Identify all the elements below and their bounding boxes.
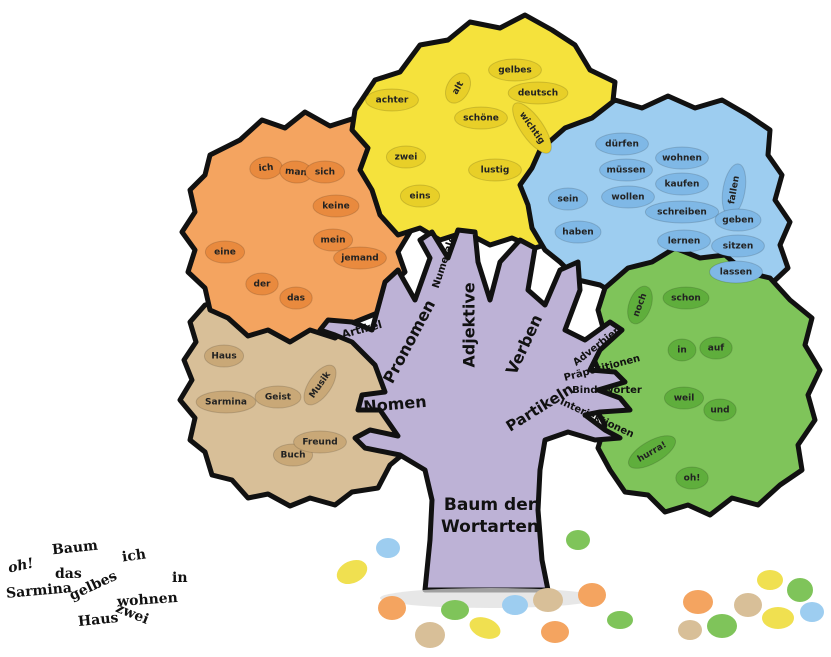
fallen-leaves-right [678, 570, 824, 640]
leaf-verben-5: sein [548, 188, 587, 210]
leaf-word: in [677, 346, 687, 356]
leaf-word: Haus [211, 352, 236, 362]
branch-label-bindewoerter: Bindewörter [572, 385, 642, 396]
leaf-numerale_adjektive-0: achter [366, 89, 419, 111]
leaf-partikeln-3: auf [700, 337, 732, 359]
leaf-verben-12: lassen [710, 261, 763, 283]
leaf-word: eins [410, 192, 431, 202]
leaf-pronomen-2: sich [305, 161, 344, 183]
leaf-word: schöne [463, 114, 499, 124]
leaf-word: oh! [684, 474, 701, 484]
loose-word-ich: ich [121, 546, 147, 565]
leaf-verben-6: haben [555, 221, 601, 243]
leaf-word: sein [558, 195, 579, 205]
leaf-word: schreiben [657, 208, 707, 218]
leaf-word: lassen [720, 268, 752, 278]
leaf-verben-7: schreiben [645, 201, 718, 223]
leaf-word: achter [376, 96, 409, 106]
leaf-verben-0: dürfen [596, 133, 649, 155]
leaf-word: jemand [340, 254, 379, 264]
leaf-numerale_adjektive-8: eins [400, 185, 439, 207]
leaf-word: deutsch [518, 89, 558, 99]
leaf-word: zwei [395, 153, 418, 163]
leaf-verben-2: wohnen [656, 147, 709, 169]
leaf-word: Freund [302, 438, 337, 448]
leaf-partikeln-1: schon [663, 287, 709, 309]
leaf-word: müssen [606, 166, 645, 176]
leaf-pronomen-6: eine [205, 241, 244, 263]
leaf-numerale_adjektive-6: zwei [386, 146, 425, 168]
leaf-word: wollen [611, 193, 644, 203]
leaf-word: wohnen [662, 154, 702, 164]
leaf-verben-4: wollen [602, 186, 655, 208]
leaf-word: mein [321, 236, 346, 246]
leaf-word: sitzen [723, 242, 754, 252]
leaf-verben-3: kaufen [656, 173, 709, 195]
leaf-word: haben [562, 228, 593, 238]
leaf-word: keine [322, 202, 349, 212]
leaf-word: sich [315, 168, 335, 178]
leaf-word: und [710, 406, 729, 416]
leaf-numerale_adjektive-3: deutsch [508, 82, 568, 104]
leaf-verben-1: müssen [600, 159, 653, 181]
trunk-title-line1: Baum der [444, 495, 537, 515]
leaf-word: man [285, 167, 308, 179]
leaf-word: lernen [668, 237, 701, 247]
leaf-word: gelbes [498, 66, 532, 76]
leaf-word: auf [708, 344, 724, 354]
leaf-nomen-0: Haus [204, 345, 243, 367]
leaf-word: schon [671, 294, 701, 304]
leaf-word: Buch [280, 451, 305, 461]
leaf-word: dürfen [605, 140, 639, 150]
ground-shadow [380, 588, 600, 608]
leaf-pronomen-4: mein [313, 229, 352, 251]
leaf-verben-9: geben [715, 209, 761, 231]
leaf-pronomen-8: das [280, 287, 312, 309]
loose-word-in: in [172, 570, 188, 586]
leaf-word: ich [258, 163, 274, 174]
leaf-word: Geist [265, 393, 292, 403]
leaf-pronomen-7: der [246, 273, 278, 295]
trunk-title-line2: Wortarten [441, 517, 539, 537]
branch-label-adjektive: Adjektive [460, 282, 479, 367]
leaf-pronomen-3: keine [313, 195, 359, 217]
leaf-word: Sarmina [205, 398, 247, 408]
leaf-partikeln-7: oh! [676, 467, 708, 489]
leaf-verben-11: sitzen [712, 235, 765, 257]
leaf-nomen-1: Sarmina [196, 391, 256, 413]
leaf-verben-10: lernen [658, 230, 711, 252]
leaf-nomen-5: Freund [294, 431, 347, 453]
leaf-numerale_adjektive-7: lustig [469, 159, 522, 181]
leaf-partikeln-5: und [704, 399, 736, 421]
leaf-word: eine [214, 248, 236, 258]
leaf-word: der [254, 280, 272, 290]
leaf-word: das [287, 294, 305, 304]
leaf-partikeln-2: in [668, 339, 696, 361]
leaf-word: geben [722, 216, 754, 226]
leaf-partikeln-4: weil [664, 387, 703, 409]
leaf-numerale_adjektive-4: schöne [455, 107, 508, 129]
leaf-word: lustig [481, 166, 510, 176]
leaf-nomen-2: Geist [255, 386, 301, 408]
leaf-numerale_adjektive-2: gelbes [489, 59, 542, 81]
leaf-pronomen-5: jemand [334, 247, 387, 269]
leaf-word: weil [674, 394, 695, 404]
leaf-word: kaufen [665, 180, 700, 190]
